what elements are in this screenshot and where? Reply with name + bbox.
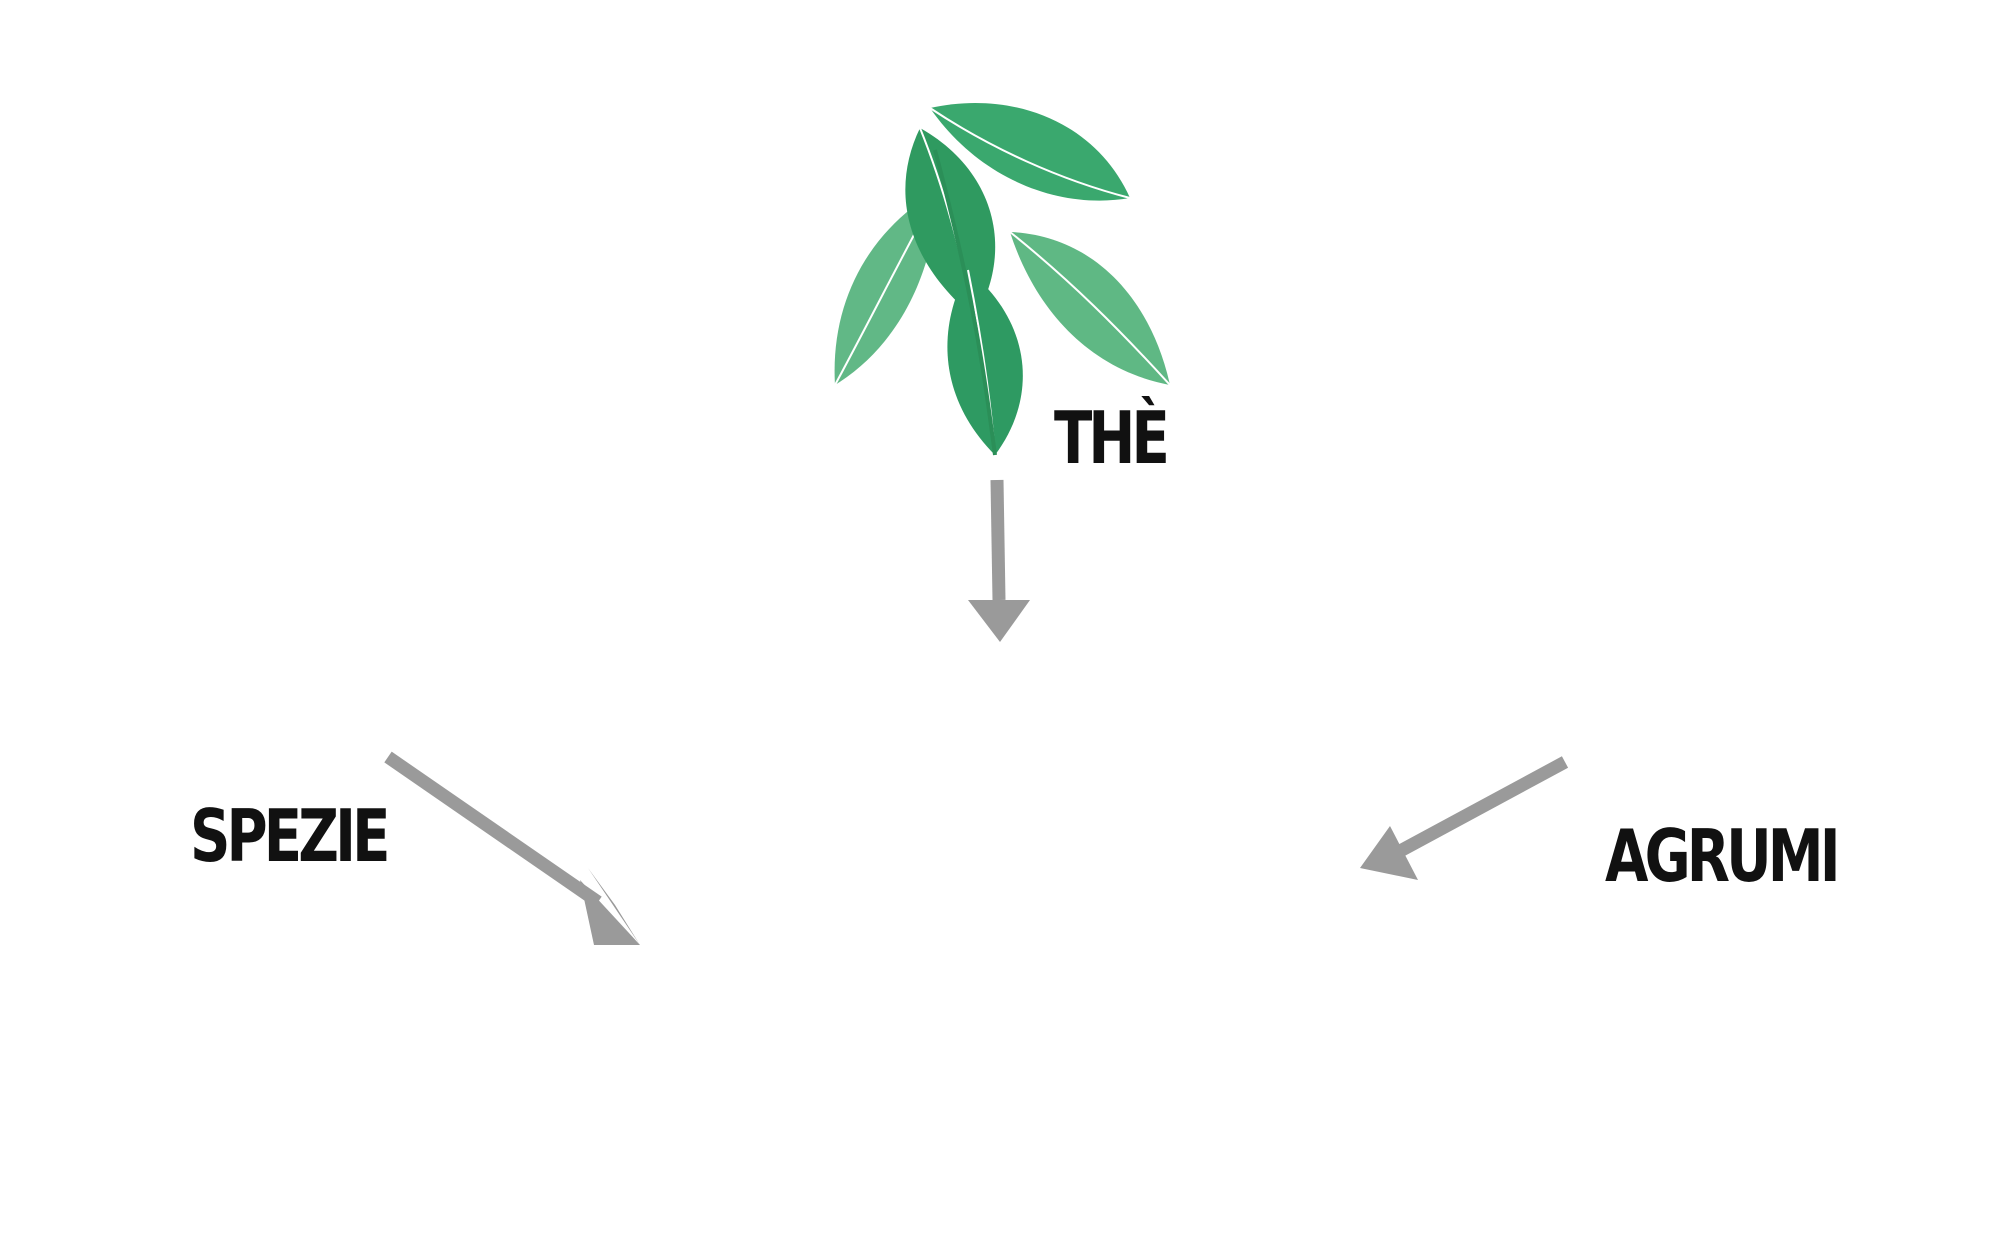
arrow-spezie bbox=[384, 751, 640, 945]
arrow-the bbox=[968, 479, 1030, 642]
label-agrumi: AGRUMI bbox=[1605, 814, 1841, 898]
label-spezie: SPEZIE bbox=[190, 794, 390, 878]
tea-leaves-icon bbox=[834, 102, 1171, 456]
arrow-agrumi bbox=[1360, 756, 1569, 880]
label-the: THÈ bbox=[1054, 396, 1170, 480]
